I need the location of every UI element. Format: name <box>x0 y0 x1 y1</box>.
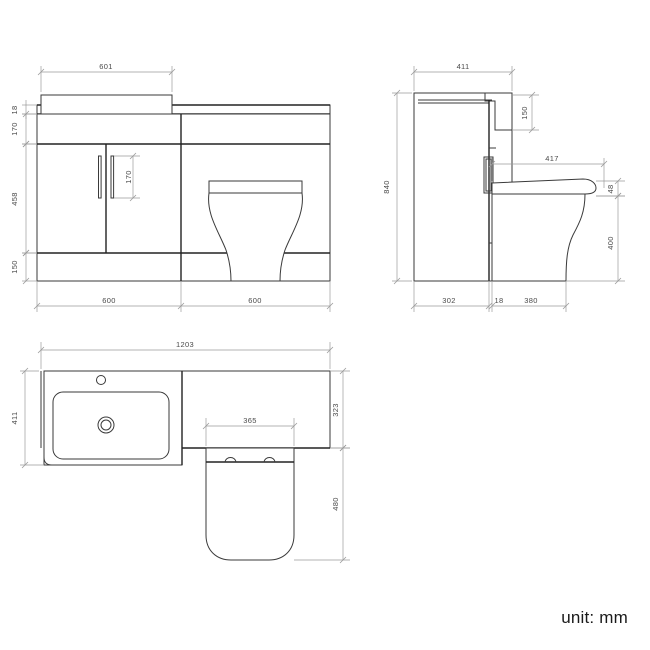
front-door-handles <box>98 155 115 199</box>
dim-text-seat-length: 417 <box>545 154 558 163</box>
dim-plan-basin-depth: 411 <box>10 367 44 469</box>
dim-plan-pan-projection: 480 <box>294 444 350 564</box>
dim-side-top-depth: 411 <box>410 62 516 91</box>
dim-text-door-height: 458 <box>10 192 19 205</box>
dim-front-plinth-height: 150 <box>10 249 37 285</box>
plan-waste-drain-icon <box>97 416 115 434</box>
dim-text-worktop-depth: 323 <box>331 403 340 416</box>
dim-text-mirror-height: 170 <box>10 122 19 135</box>
dim-side-depths: 302 18 380 <box>410 281 570 312</box>
dim-front-handle-length: 170 <box>114 152 140 202</box>
front-elevation-view: 170 <box>10 62 334 312</box>
dim-text-mirror-width: 601 <box>99 62 112 71</box>
dim-front-mirror-width: 601 <box>37 62 176 92</box>
dim-text-plinth-height: 150 <box>10 260 19 273</box>
dim-text-handle-length: 170 <box>124 170 133 183</box>
dim-front-door-height: 458 <box>10 140 37 257</box>
plan-view: 1203 411 323 <box>10 340 350 564</box>
plan-toilet <box>205 447 295 561</box>
dim-text-pan-projection: 480 <box>331 497 340 510</box>
side-elevation-view: 411 150 840 <box>382 62 625 312</box>
dim-plan-overall-width: 1203 <box>37 340 334 369</box>
dim-text-basin-depth: 411 <box>10 412 19 425</box>
dim-text-overall-width: 1203 <box>176 340 194 349</box>
front-toilet-pan <box>208 180 303 282</box>
dim-text-mirror-depth: 150 <box>520 106 529 119</box>
dim-text-top-thickness: 18 <box>10 106 19 115</box>
plan-tap-hole-icon <box>96 375 106 385</box>
side-toilet <box>491 178 597 282</box>
dim-text-wc-unit-width: 600 <box>248 296 261 305</box>
dim-front-mirror-height: 170 <box>10 110 37 148</box>
dim-text-panel-thickness: 18 <box>495 296 504 305</box>
dim-plan-pan-width: 365 <box>202 416 298 446</box>
dim-text-vanity-width: 600 <box>102 296 115 305</box>
dim-front-widths: 600 600 <box>33 281 334 312</box>
unit-note: unit: mm <box>561 608 628 627</box>
dim-side-mirror-depth: 150 <box>512 91 539 134</box>
dim-plan-worktop-depth: 323 <box>330 367 350 452</box>
dim-text-pan-width: 365 <box>243 416 256 425</box>
dim-text-pan-depth: 380 <box>524 296 537 305</box>
dim-text-top-depth: 411 <box>457 62 470 71</box>
dim-text-pan-height: 400 <box>606 236 615 249</box>
dim-text-cabinet-depth: 302 <box>442 296 455 305</box>
dim-text-seat-thickness: 48 <box>606 185 615 194</box>
dim-side-seat-length: 417 <box>488 154 608 188</box>
dim-side-pan-height: 400 <box>566 192 625 285</box>
dim-text-total-height: 840 <box>382 180 391 193</box>
front-vanity-carcass <box>36 113 182 282</box>
side-handle-bracket <box>483 156 494 194</box>
dim-side-total-height: 840 <box>382 89 412 285</box>
